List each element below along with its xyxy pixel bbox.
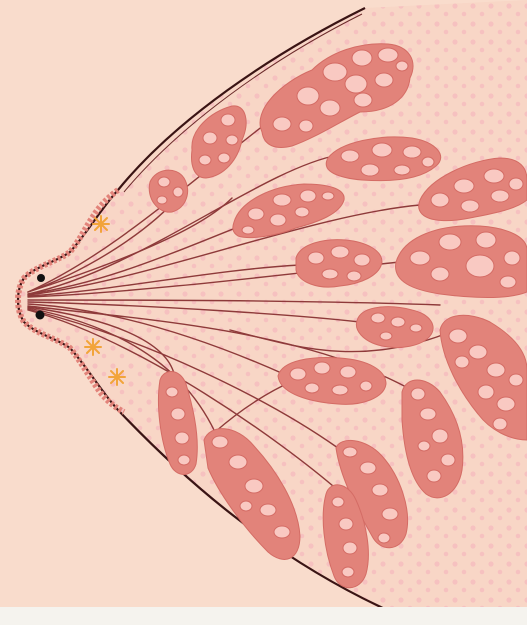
footer-strip (0, 607, 527, 625)
breast-anatomy-illustration (0, 0, 527, 607)
